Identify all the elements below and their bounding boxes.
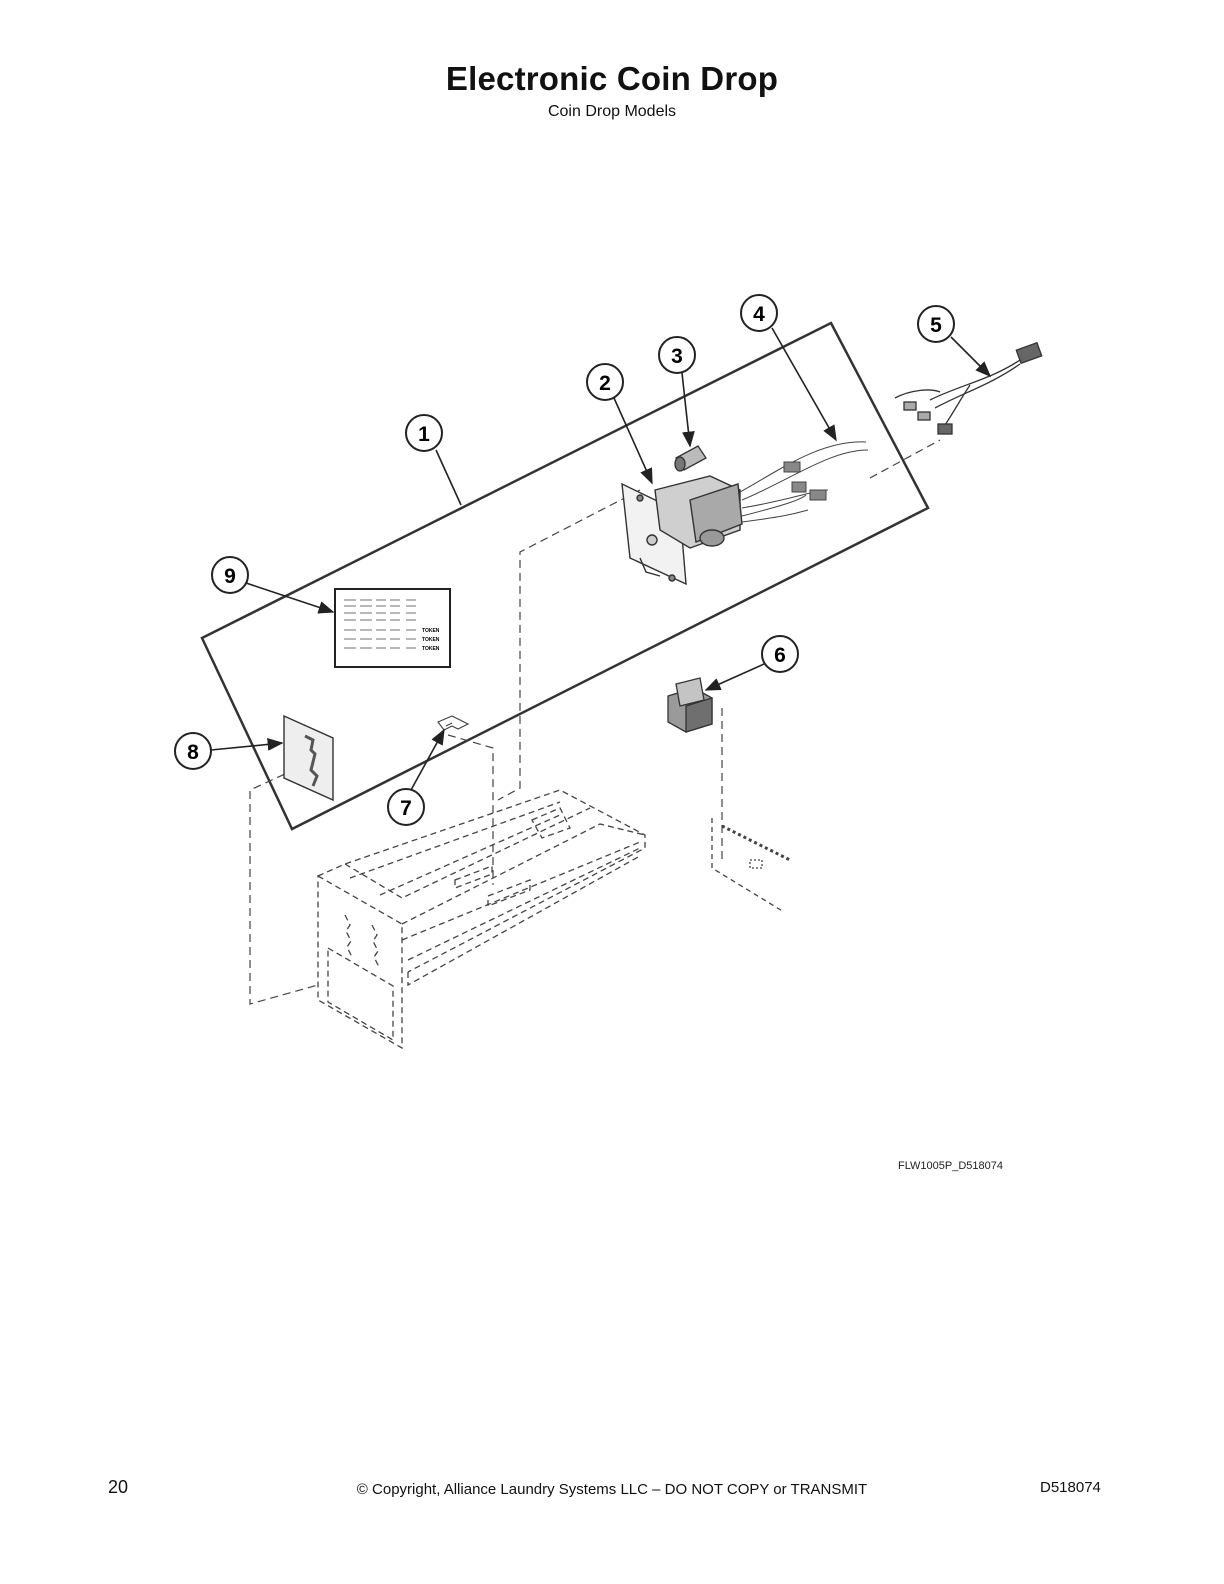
callout-label: 2 bbox=[599, 372, 611, 395]
callout-8: 8 bbox=[174, 732, 212, 770]
coin-drop-mechanism bbox=[621, 475, 743, 586]
decal-token-label: TOKEN bbox=[422, 628, 440, 634]
copyright-notice: © Copyright, Alliance Laundry Systems LL… bbox=[356, 1481, 868, 1498]
document-number: D518074 bbox=[1040, 1479, 1101, 1496]
callout-3: 3 bbox=[658, 336, 696, 374]
decal-token-label: TOKEN bbox=[422, 646, 440, 652]
callout-5: 5 bbox=[917, 305, 955, 343]
wire-harness-5 bbox=[894, 341, 1043, 435]
callout-label: 8 bbox=[187, 741, 199, 764]
coin-slot-plate bbox=[283, 714, 334, 802]
callout-label: 6 bbox=[774, 644, 786, 667]
alignment-lines bbox=[249, 439, 941, 1005]
callout-label: 9 bbox=[224, 565, 236, 588]
price-decal: TOKEN TOKEN TOKEN bbox=[334, 588, 451, 668]
callout-leaders bbox=[210, 327, 992, 791]
callout-4: 4 bbox=[740, 294, 778, 332]
callout-label: 4 bbox=[753, 303, 765, 326]
transformer bbox=[667, 677, 713, 733]
callout-label: 7 bbox=[400, 797, 412, 820]
page-title: Electronic Coin Drop bbox=[445, 60, 779, 97]
callout-label: 5 bbox=[930, 314, 942, 337]
callout-2: 2 bbox=[586, 363, 624, 401]
decal-token-label: TOKEN bbox=[422, 637, 440, 643]
wire-harness-4 bbox=[739, 441, 869, 523]
callout-label: 1 bbox=[418, 423, 430, 446]
drawing-code: FLW1005P_D518074 bbox=[898, 1160, 1003, 1172]
callout-7: 7 bbox=[387, 788, 425, 826]
assembly-group-outline bbox=[200, 321, 930, 831]
callout-label: 3 bbox=[671, 345, 683, 368]
page-number: 20 bbox=[108, 1477, 129, 1497]
callout-6: 6 bbox=[761, 635, 799, 673]
page-subtitle: Coin Drop Models bbox=[547, 103, 677, 120]
retainer-clip bbox=[437, 715, 470, 731]
mounting-bracket bbox=[711, 818, 791, 913]
callout-1: 1 bbox=[405, 414, 443, 452]
callout-9: 9 bbox=[211, 556, 249, 594]
cylinder-part bbox=[674, 445, 707, 472]
coin-drop-housing bbox=[317, 789, 646, 1050]
